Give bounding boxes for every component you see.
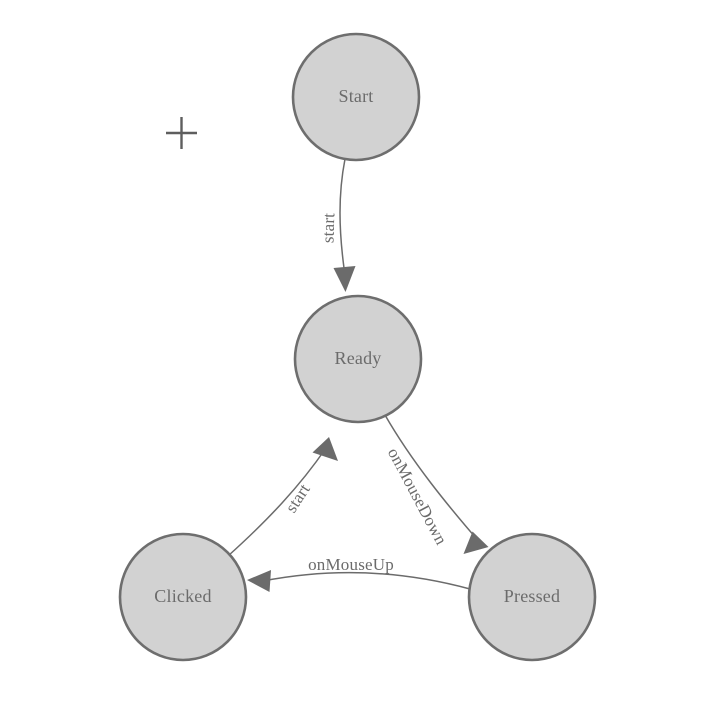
node-label-pressed: Pressed <box>504 586 560 606</box>
arrowhead-icon <box>312 437 338 461</box>
edge-label-start-to-ready: start <box>318 212 338 243</box>
edge-clicked-to-ready[interactable] <box>227 437 338 557</box>
node-circle[interactable] <box>293 294 423 424</box>
node-circle[interactable] <box>291 32 421 162</box>
edge-path <box>384 414 483 546</box>
arrowhead-icon <box>463 531 489 554</box>
edge-path <box>339 158 346 269</box>
edge-path <box>262 571 471 590</box>
node-label-ready: Ready <box>335 348 382 368</box>
node-clicked[interactable]: Clicked <box>118 532 248 662</box>
crosshair-icon[interactable] <box>166 117 197 149</box>
node-start[interactable]: Start <box>291 32 421 162</box>
node-pressed[interactable]: Pressed <box>467 532 597 662</box>
node-label-start: Start <box>339 86 374 106</box>
node-circle[interactable] <box>118 532 248 662</box>
edge-label-clicked-to-ready: start <box>281 480 313 516</box>
node-ready[interactable]: Ready <box>293 294 423 424</box>
arrowhead-icon <box>247 570 271 592</box>
edge-pressed-to-clicked[interactable] <box>247 570 471 592</box>
edge-label-pressed-to-clicked: onMouseUp <box>308 555 394 574</box>
edge-path <box>227 447 327 557</box>
arrowhead-icon <box>333 266 356 292</box>
node-label-clicked: Clicked <box>154 586 211 606</box>
edge-ready-to-pressed[interactable] <box>384 414 489 554</box>
node-circle[interactable] <box>467 532 597 662</box>
edge-start-to-ready[interactable] <box>333 158 356 292</box>
